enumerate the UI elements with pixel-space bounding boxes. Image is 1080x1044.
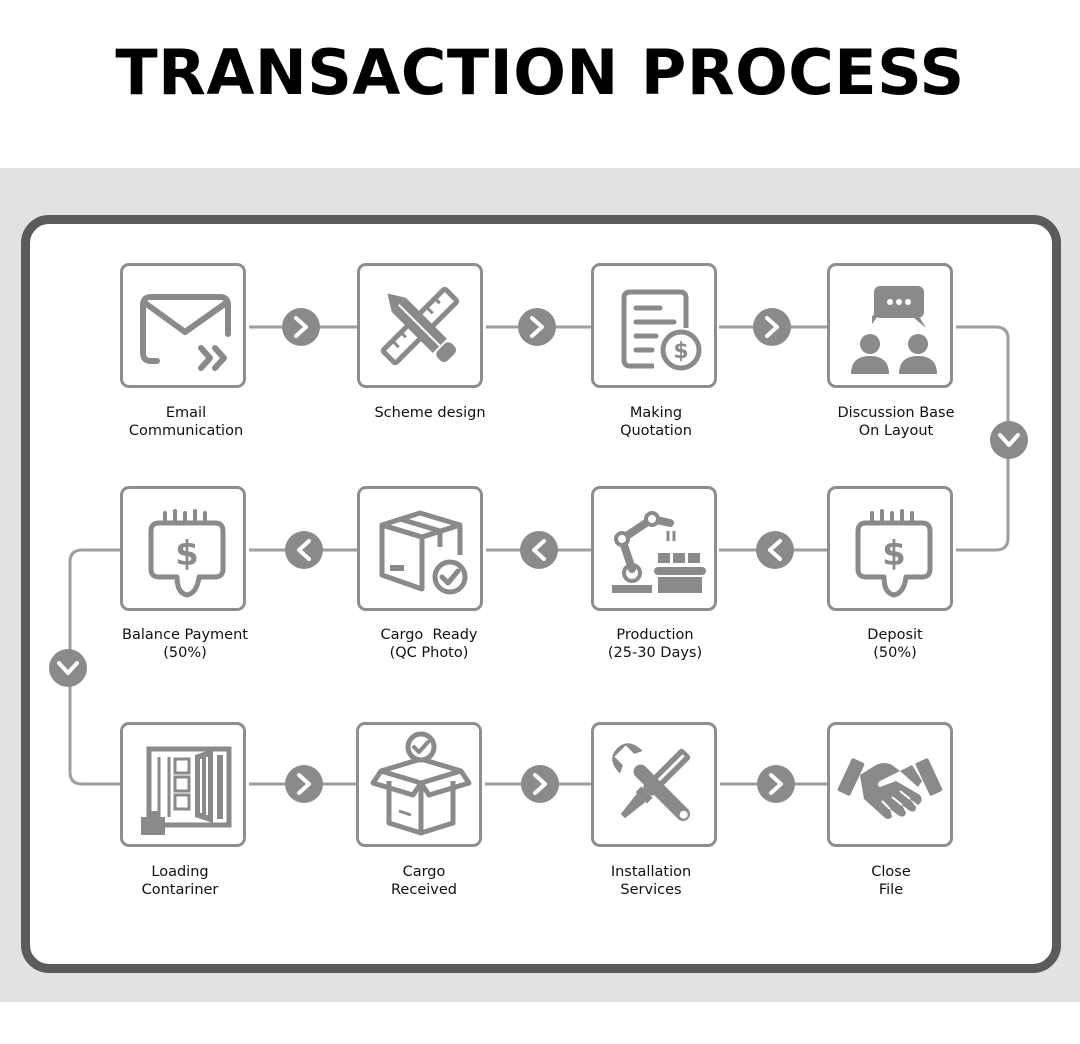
open-box-icon <box>370 731 472 836</box>
svg-text:$: $ <box>882 534 906 574</box>
robot-arm-icon <box>612 511 706 593</box>
step-label: Making Quotation <box>620 405 692 439</box>
step-balance-payment: $ <box>120 486 246 611</box>
page-title: TRANSACTION PROCESS <box>115 36 965 109</box>
tools-icon <box>612 743 691 821</box>
step-scheme-design <box>357 263 483 388</box>
step-label: Cargo Received <box>391 864 457 898</box>
step-label: Balance Payment (50%) <box>122 627 248 661</box>
step-label: Production (25-30 Days) <box>607 627 703 661</box>
pencil-ruler-icon <box>380 286 460 366</box>
step-label: Deposit (50%) <box>867 627 923 661</box>
step-cargo-ready <box>357 486 483 611</box>
envelope-icon <box>140 294 231 371</box>
step-loading-container <box>120 722 246 847</box>
step-label: Close File <box>871 864 911 898</box>
step-label: Email Communication <box>128 405 244 439</box>
svg-text:$: $ <box>673 339 688 364</box>
discussion-icon <box>851 286 937 374</box>
step-email-communication <box>120 263 246 388</box>
step-label: Scheme design <box>374 405 486 421</box>
svg-text:$: $ <box>175 534 199 574</box>
step-discussion-layout <box>827 263 953 388</box>
step-label: Cargo Ready (QC Photo) <box>380 627 478 661</box>
step-label: Installation Services <box>610 864 692 898</box>
container-icon <box>141 746 232 835</box>
payment-icon: $ <box>855 509 933 598</box>
step-label: Discussion Base On Layout <box>837 405 955 439</box>
step-deposit: $ <box>827 486 953 611</box>
handshake-icon <box>837 758 943 819</box>
step-label: Loading Contariner <box>141 864 219 898</box>
step-production <box>591 486 717 611</box>
box-check-icon <box>379 510 468 595</box>
step-close-file <box>827 722 953 847</box>
quotation-icon: $ <box>621 289 702 371</box>
payment-icon: $ <box>148 509 226 598</box>
step-making-quotation: $ <box>591 263 717 388</box>
step-cargo-received <box>356 722 482 847</box>
step-installation-services <box>591 722 717 847</box>
